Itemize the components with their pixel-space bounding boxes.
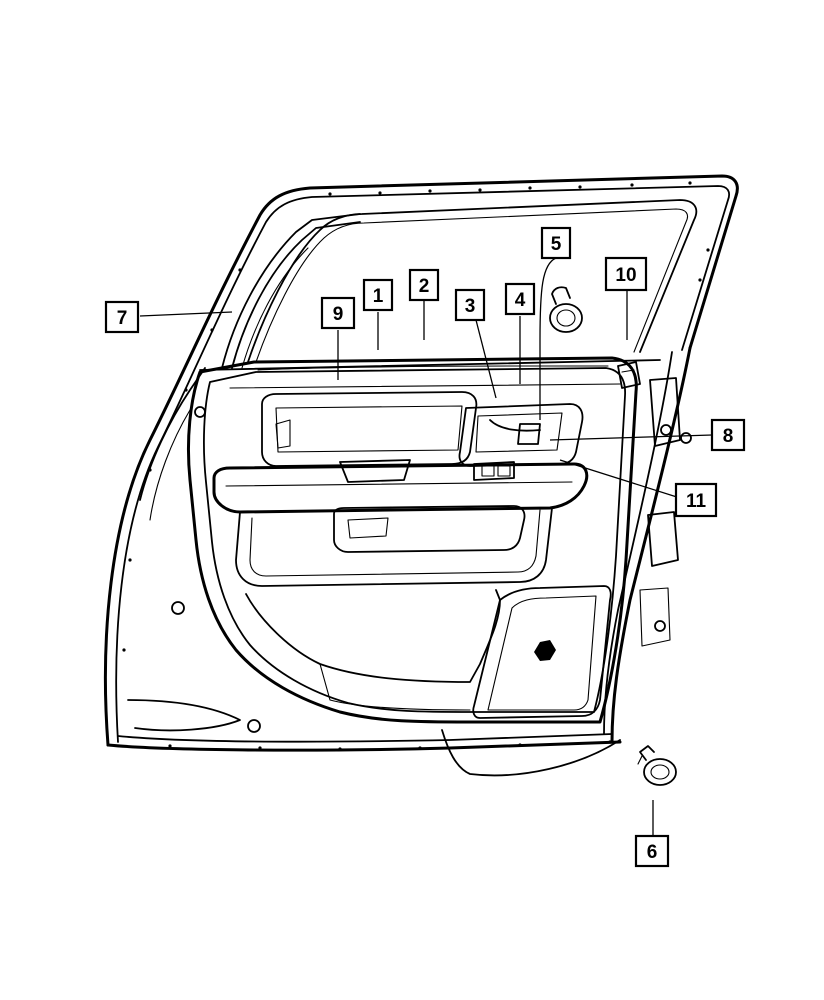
callout-label-11: 11 — [686, 491, 707, 512]
leader-lines — [139, 257, 713, 836]
callout-label-4: 4 — [515, 290, 526, 311]
callout-10: 10 — [604, 256, 648, 292]
callout-label-1: 1 — [373, 286, 384, 307]
callout-label-5: 5 — [551, 234, 562, 255]
callout-6: 6 — [634, 834, 670, 868]
frame-rivets — [122, 181, 710, 751]
belt-weatherstrip — [221, 213, 361, 369]
callout-2: 2 — [408, 268, 440, 302]
callout-8: 8 — [710, 418, 746, 452]
push-pin-part-6 — [637, 745, 677, 786]
door-trim-panel — [186, 356, 638, 777]
callout-4: 4 — [504, 282, 536, 316]
callout-label-2: 2 — [419, 276, 430, 297]
callout-label-3: 3 — [465, 296, 476, 317]
grille-fastener-icon — [534, 640, 556, 661]
callout-label-10: 10 — [615, 265, 636, 286]
screw-part-5 — [549, 286, 583, 333]
callout-1: 1 — [362, 278, 394, 312]
clip-part-10 — [617, 361, 641, 389]
callout-5: 5 — [540, 226, 572, 260]
callout-7: 7 — [104, 300, 140, 334]
callout-label-9: 9 — [333, 304, 344, 325]
callout-3: 3 — [454, 288, 486, 322]
callout-label-7: 7 — [117, 308, 128, 329]
callout-label-8: 8 — [723, 426, 734, 447]
callout-9: 9 — [320, 296, 356, 330]
door-shell — [103, 174, 739, 752]
callout-11: 11 — [674, 482, 718, 518]
callout-label-6: 6 — [647, 842, 658, 863]
